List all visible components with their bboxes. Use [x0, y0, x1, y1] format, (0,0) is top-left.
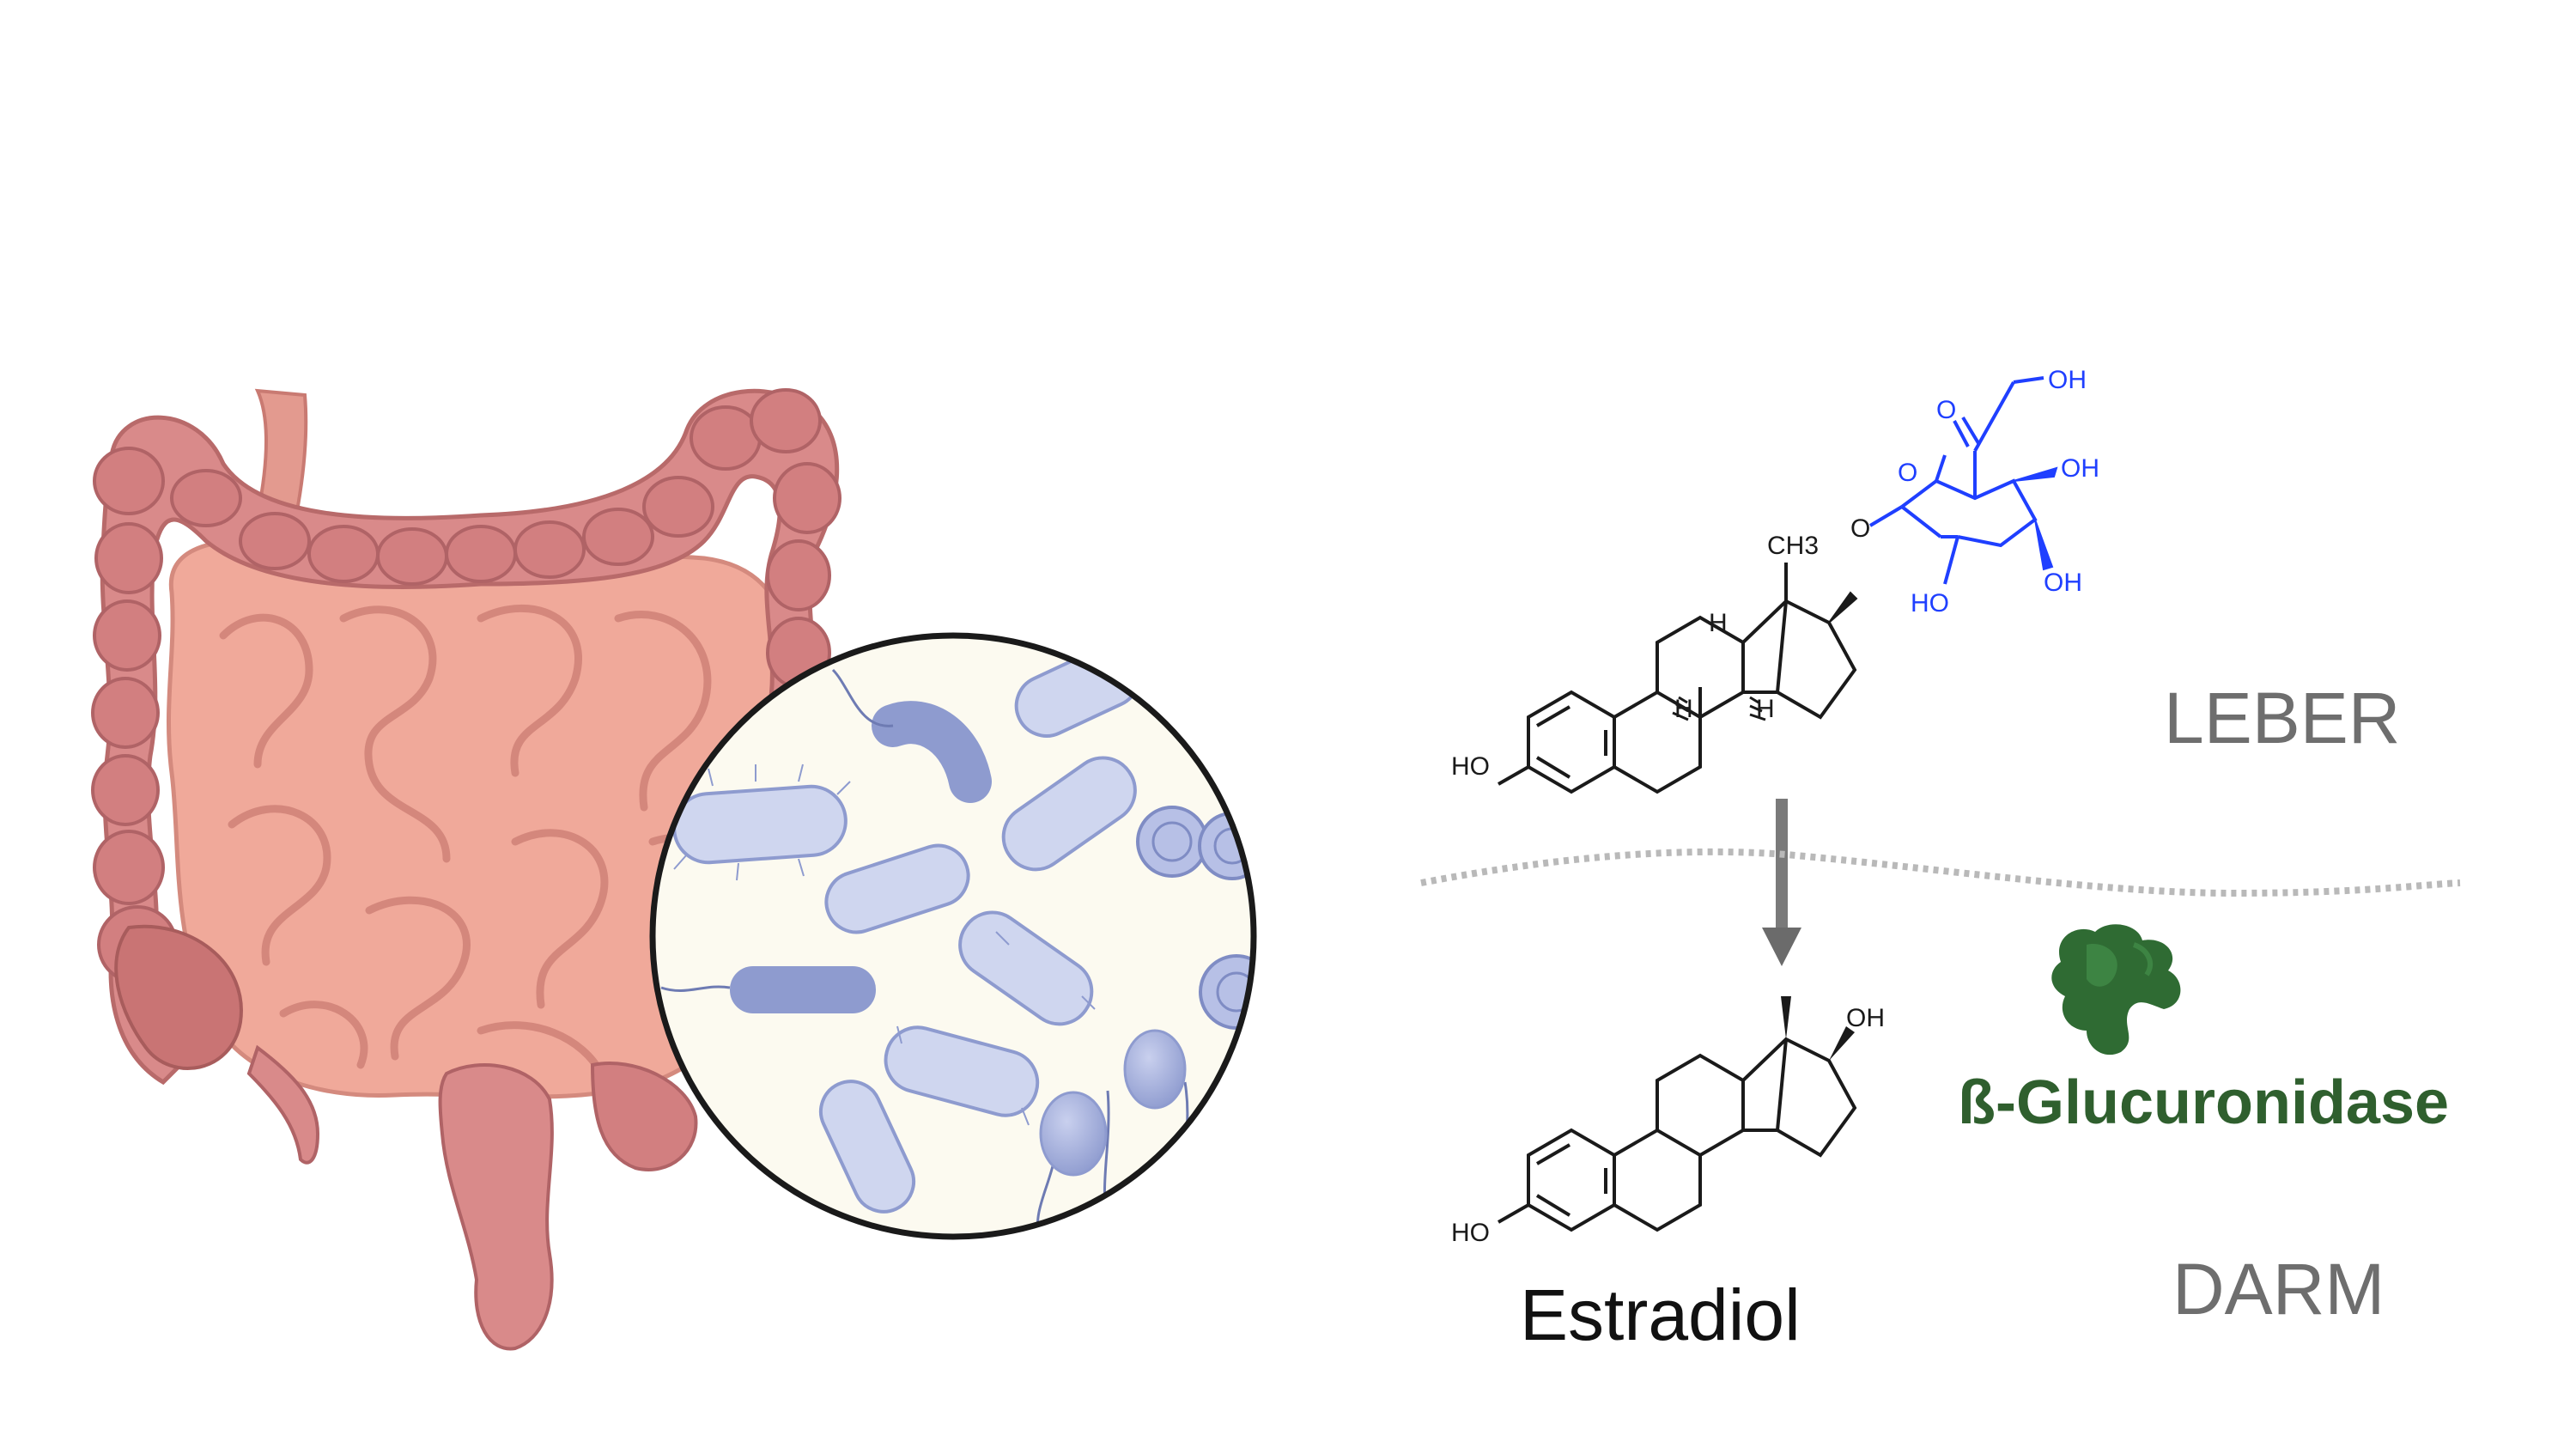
bacterium-rod [1001, 756, 1137, 872]
label-enzyme: ß-Glucuronidase [1958, 1068, 2449, 1137]
label-gut: DARM [2172, 1249, 2385, 1329]
estradiol-structure [1498, 1037, 1857, 1232]
atom-methyl: CH3 [1767, 532, 1819, 560]
bacterium-rod [824, 843, 970, 934]
label-liver: LEBER [2164, 678, 2400, 758]
bacterium-rod [672, 784, 848, 865]
atom-oh-17: OH [1846, 1004, 1885, 1032]
estradiol-oh-wedge [1829, 1026, 1855, 1061]
stereo-hash-bonds [1672, 696, 1766, 721]
bacterium-oval [1039, 1091, 1108, 1177]
barrier-line [1420, 848, 2461, 897]
estradiol-glucuronide-structure [1498, 563, 1858, 794]
atom-ring-o: O [1898, 459, 1917, 487]
label-estradiol: Estradiol [1520, 1275, 1801, 1355]
bacterium-coccus [1199, 954, 1254, 1030]
bacterium-rod [958, 910, 1094, 1026]
bacterium-rod-dark [730, 966, 876, 1013]
glucuronic-acid-moiety [1868, 376, 2058, 585]
appendix [246, 1044, 320, 1165]
atom-linker-o: O [1850, 514, 1870, 543]
conjugate-atom-labels: O O OH OH OH HO O CH3 HO H H H [1451, 366, 2099, 781]
bacterium-rod [818, 1080, 916, 1214]
atom-h-9: H [1674, 695, 1693, 723]
bacterium-oval [1123, 1029, 1187, 1110]
atom-oh-4: OH [2044, 569, 2082, 597]
atom-carbonyl-o: O [1936, 396, 1956, 424]
bacterium-rod [884, 1025, 1040, 1117]
atom-h-14: H [1756, 695, 1775, 723]
colon-haustra [91, 388, 841, 984]
atom-oh-3: OH [2061, 454, 2099, 483]
rectum [438, 1063, 554, 1351]
microbiome-lens [649, 632, 1257, 1240]
atom-ho-2: HO [1911, 589, 1949, 617]
bacterium-curved [872, 701, 992, 803]
cleavage-arrow [1762, 799, 1801, 966]
lens-border [649, 632, 1257, 1240]
sigmoid-colon [590, 1062, 698, 1171]
atom-estradiol-phenol-ho: HO [1451, 1219, 1490, 1247]
atom-phenol-ho: HO [1451, 752, 1490, 781]
cecum [114, 924, 243, 1070]
estradiol-atom-labels: OH HO [1451, 1004, 1885, 1247]
atom-carboxyl-oh: OH [2048, 366, 2087, 394]
estradiol-methyl-wedge [1781, 996, 1791, 1039]
bacterium-coccus [1136, 806, 1208, 878]
atom-h-8: H [1709, 609, 1728, 637]
enzyme-icon [2051, 924, 2181, 1056]
